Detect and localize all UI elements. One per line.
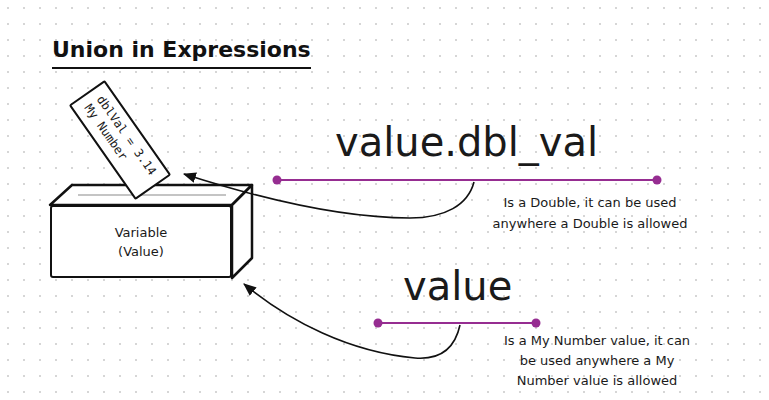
bracket-line <box>378 322 536 324</box>
bracket-line <box>277 179 657 181</box>
annotation-note: Is a Double, it can be used anywhere a D… <box>470 192 710 234</box>
bracket-dot <box>532 319 541 328</box>
bracket-dot <box>653 176 662 185</box>
box-label: Variable (Value) <box>101 223 181 261</box>
box-slot <box>78 194 226 195</box>
box-side-face <box>232 185 252 278</box>
variable-box: Variable (Value) <box>50 205 232 278</box>
expression-text: value.dbl_val <box>335 118 598 166</box>
expression-text: value <box>403 262 512 310</box>
bracket-dot <box>273 176 282 185</box>
diagram-title: Union in Expressions <box>52 36 311 69</box>
bracket-dot <box>374 319 383 328</box>
annotation-note: Is a My Number value, it can be used any… <box>497 331 697 391</box>
